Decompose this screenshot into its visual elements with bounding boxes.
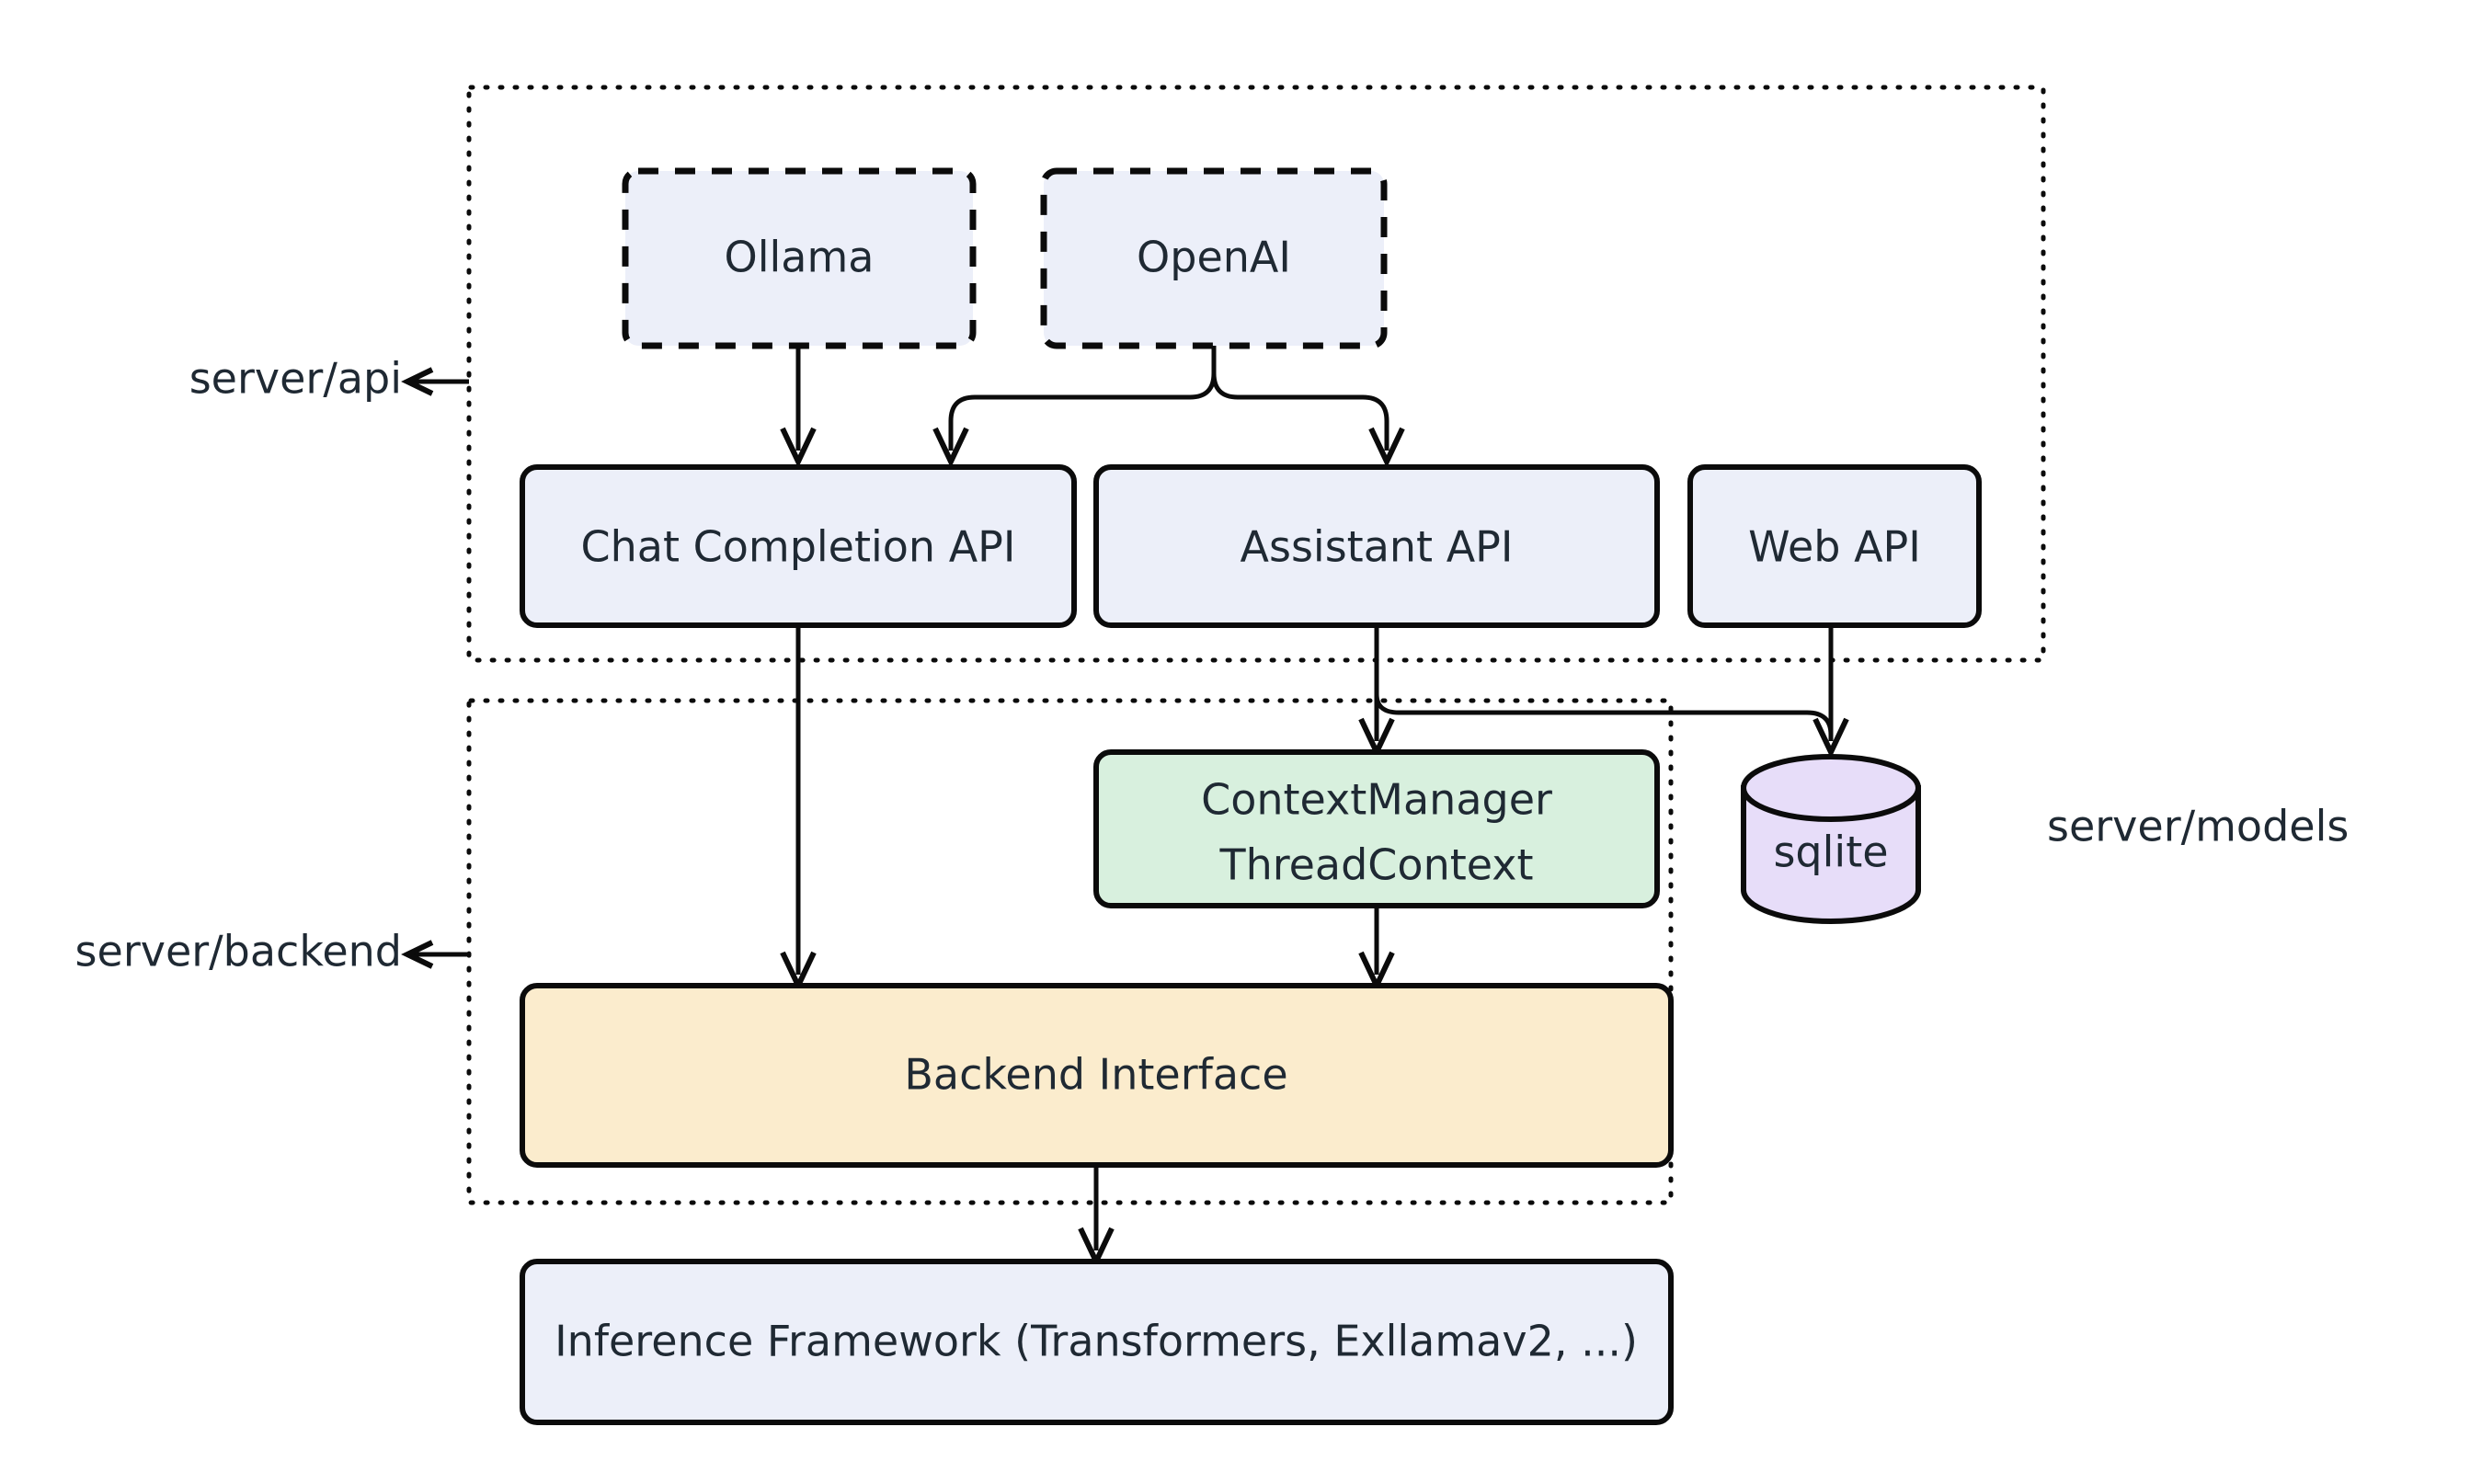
node-inference-framework[interactable]: Inference Framework (Transformers, Exlla…: [520, 1259, 1674, 1425]
node-label-context-manager-line2: ThreadContext: [1218, 840, 1533, 890]
edge-ollama-to-chat-completion-api: [780, 346, 817, 469]
edge-assistant-api-to-sqlite: [1374, 680, 1849, 759]
group-label-server-models: server/models: [2047, 802, 2349, 851]
node-label-sqlite: sqlite: [1773, 828, 1888, 877]
edge-backend-interface-to-inference-framework: [1078, 1165, 1115, 1269]
node-assistant-api[interactable]: Assistant API: [1093, 464, 1660, 628]
node-sqlite[interactable]: sqlite: [1741, 754, 1921, 924]
node-label-backend-interface: Backend Interface: [904, 1050, 1287, 1100]
group-label-server-api: server/api: [189, 354, 402, 404]
group-label-connector-backend: [401, 940, 469, 969]
node-label-web-api: Web API: [1748, 522, 1921, 572]
node-context-manager[interactable]: ContextManager ThreadContext: [1093, 749, 1660, 908]
node-label-openai: OpenAI: [1137, 233, 1291, 282]
node-backend-interface[interactable]: Backend Interface: [520, 983, 1674, 1168]
node-label-inference-framework: Inference Framework (Transformers, Exlla…: [555, 1317, 1638, 1366]
node-web-api[interactable]: Web API: [1687, 464, 1982, 628]
node-label-assistant-api: Assistant API: [1241, 522, 1514, 572]
group-container-server-backend: [466, 698, 1674, 1205]
node-openai[interactable]: OpenAI: [1040, 167, 1388, 349]
node-chat-completion-api[interactable]: Chat Completion API: [520, 464, 1077, 628]
edge-chat-completion-api-to-backend-interface: [780, 625, 817, 993]
group-container-server-api: [466, 85, 2046, 663]
edge-context-manager-to-backend-interface: [1358, 906, 1395, 993]
group-label-connector-api: [401, 367, 469, 396]
node-label-chat-completion-api: Chat Completion API: [581, 522, 1016, 572]
node-ollama[interactable]: Ollama: [622, 167, 977, 349]
node-label-ollama: Ollama: [725, 233, 875, 282]
node-label-context-manager-line1: ContextManager: [1201, 775, 1552, 825]
group-label-server-backend: server/backend: [75, 927, 402, 976]
edge-openai-branch: [932, 346, 1405, 469]
